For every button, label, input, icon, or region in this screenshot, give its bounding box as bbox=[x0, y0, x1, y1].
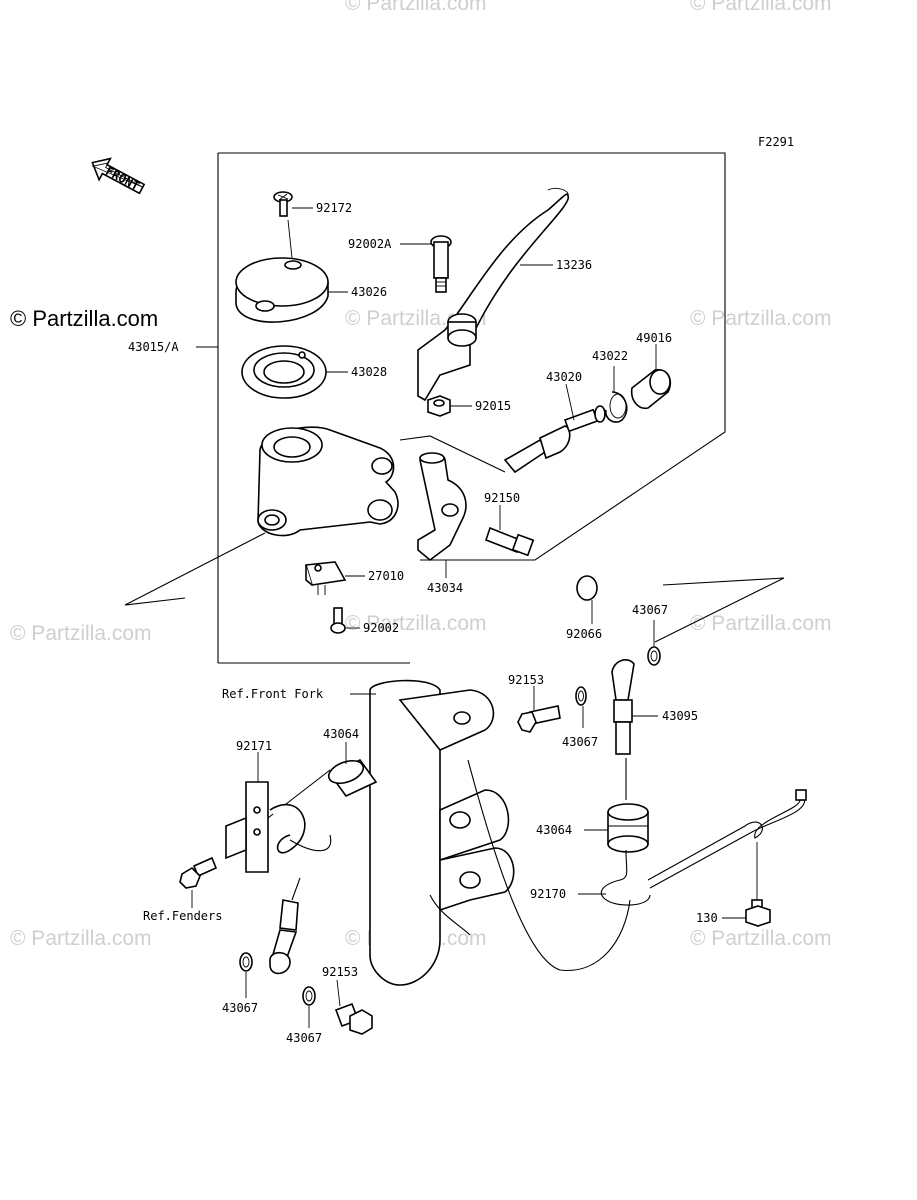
assembly-outline bbox=[124, 152, 785, 664]
label-92172: 92172 bbox=[316, 201, 352, 215]
brake-lever-13236 bbox=[417, 187, 569, 402]
label-ref-front-fork: Ref.Front Fork bbox=[222, 687, 324, 701]
front-fork-leg bbox=[369, 679, 631, 986]
circlip-43022 bbox=[604, 391, 628, 423]
label-43022: 43022 bbox=[592, 349, 628, 363]
label-92153: 92153 bbox=[322, 965, 358, 979]
label-49016: 49016 bbox=[636, 331, 672, 345]
master-cylinder-body bbox=[257, 426, 399, 537]
watermark: © Partzilla.com bbox=[690, 612, 832, 635]
label-43067: 43067 bbox=[286, 1031, 322, 1045]
holder-clamp-43034 bbox=[417, 452, 467, 562]
label-43067: 43067 bbox=[562, 735, 598, 749]
label-92002A: 92002A bbox=[348, 237, 392, 251]
label-92153: 92153 bbox=[508, 673, 544, 687]
watermark: © Partzilla.com bbox=[345, 0, 487, 15]
brake-hose-lower bbox=[269, 877, 301, 975]
watermark: © Partzilla.com bbox=[690, 0, 832, 15]
bolt-fender bbox=[179, 856, 218, 889]
washer-43067 bbox=[302, 986, 316, 1006]
watermark: © Partzilla.com bbox=[10, 927, 152, 950]
label-130: 130 bbox=[696, 911, 718, 925]
label-13236: 13236 bbox=[556, 258, 592, 272]
piston-43020 bbox=[503, 405, 606, 474]
label-92171: 92171 bbox=[236, 739, 272, 753]
diaphragm-43028 bbox=[241, 345, 327, 399]
label-43015A: 43015/A bbox=[128, 340, 179, 354]
label-92015: 92015 bbox=[475, 399, 511, 413]
label-43064: 43064 bbox=[536, 823, 572, 837]
brake-hose-43095 bbox=[611, 659, 635, 800]
label-43064: 43064 bbox=[323, 727, 359, 741]
banjo-bolt-92153 bbox=[517, 705, 561, 733]
front-arrow-label: FRONT bbox=[103, 164, 141, 193]
figure-code: F2291 bbox=[758, 135, 794, 149]
front-arrow-icon: FRONT bbox=[91, 157, 146, 195]
label-43067: 43067 bbox=[222, 1001, 258, 1015]
brake-switch-27010 bbox=[304, 561, 347, 595]
washer-43067 bbox=[575, 686, 587, 706]
watermark: © Partzilla.com bbox=[345, 612, 487, 635]
brake-pipe-left bbox=[267, 769, 332, 854]
banjo-bolt-92153 bbox=[334, 1002, 373, 1035]
reservoir-cap-43026 bbox=[235, 257, 329, 323]
label-92066: 92066 bbox=[566, 627, 602, 641]
cap-92066 bbox=[576, 575, 598, 601]
label-92002: 92002 bbox=[363, 621, 399, 635]
boot-49016 bbox=[630, 369, 672, 410]
label-43026: 43026 bbox=[351, 285, 387, 299]
washer-43067 bbox=[647, 646, 661, 666]
nut-92015 bbox=[427, 395, 451, 417]
screw-92002 bbox=[330, 607, 346, 634]
label-92170: 92170 bbox=[530, 887, 566, 901]
clip-92170 bbox=[600, 789, 807, 906]
label-43034: 43034 bbox=[427, 581, 463, 595]
leader-lines bbox=[191, 207, 746, 1028]
grommet-43064 bbox=[607, 803, 649, 853]
label-43095: 43095 bbox=[662, 709, 698, 723]
watermark: © Partzilla.com bbox=[10, 622, 152, 645]
partzilla-watermark: © Partzilla.com bbox=[10, 306, 158, 331]
label-43028: 43028 bbox=[351, 365, 387, 379]
label-ref-fenders: Ref.Fenders bbox=[143, 909, 222, 923]
bracket-92171 bbox=[225, 781, 269, 873]
screw-92172 bbox=[273, 191, 293, 259]
washer-43067 bbox=[239, 952, 253, 972]
label-92150: 92150 bbox=[484, 491, 520, 505]
part-labels: 92172 92002A 13236 43026 43015/A 43028 4… bbox=[128, 201, 718, 1045]
bolt-92150 bbox=[484, 526, 535, 557]
watermark: © Partzilla.com bbox=[690, 307, 832, 330]
label-43020: 43020 bbox=[546, 370, 582, 384]
label-27010: 27010 bbox=[368, 569, 404, 583]
pivot-bolt-92002A bbox=[430, 235, 452, 293]
bolt-130 bbox=[745, 842, 771, 927]
watermark: © Partzilla.com bbox=[690, 927, 832, 950]
grommet-43064 bbox=[327, 758, 378, 798]
label-43067: 43067 bbox=[632, 603, 668, 617]
